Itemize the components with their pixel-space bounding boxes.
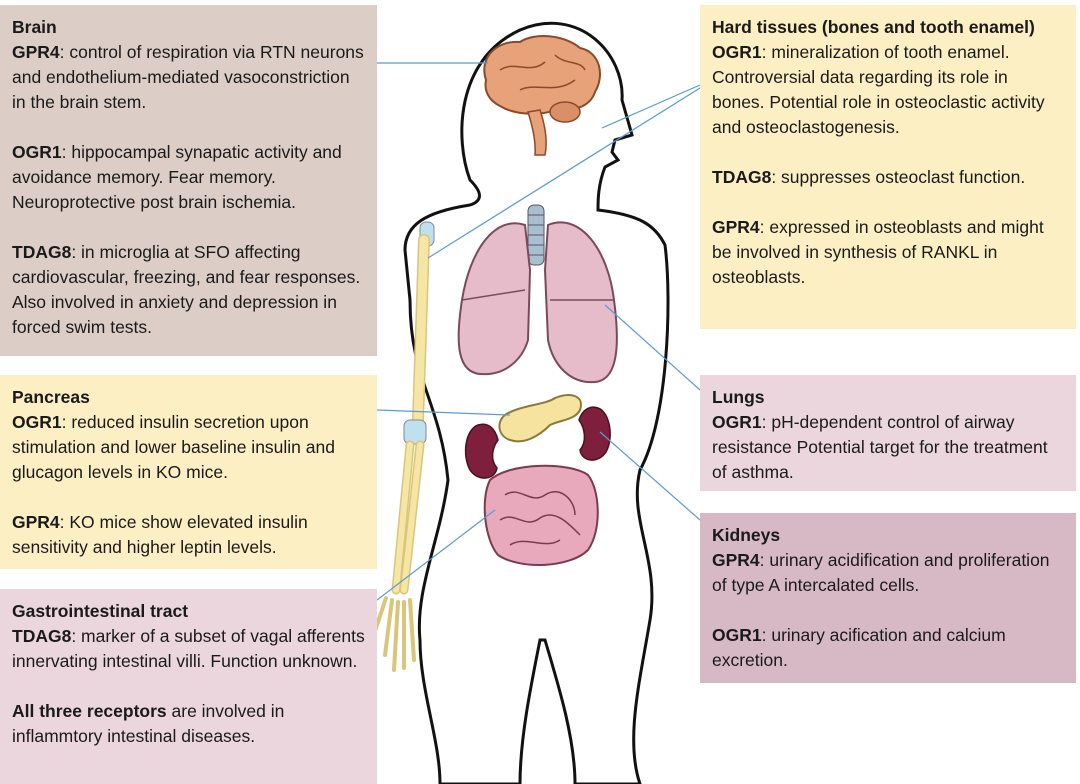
- brain-gpr4-desc: : control of respiration via RTN neurons…: [12, 42, 364, 112]
- lungs-title: Lungs: [712, 387, 765, 407]
- receptor-tdag8-label: TDAG8: [12, 242, 72, 262]
- kidneys-organ: [464, 406, 611, 479]
- brain-tdag8-text: TDAG8: in microglia at SFO affecting car…: [12, 240, 365, 340]
- lungs-info-box: Lungs OGR1: pH-dependent control of airw…: [700, 375, 1076, 491]
- pancreas-gpr4-desc: : KO mice show elevated insulin sensitiv…: [12, 512, 308, 557]
- receptor-ogr1-label: OGR1: [12, 412, 62, 432]
- hard-ogr1-text: OGR1: mineralization of tooth enamel. Co…: [712, 40, 1064, 140]
- receptor-ogr1-label: OGR1: [712, 42, 762, 62]
- hard-tdag8-text: TDAG8: suppresses osteoclast function.: [712, 165, 1064, 190]
- receptor-ogr1-label: OGR1: [12, 142, 62, 162]
- kidneys-ogr1-desc: : urinary acification and calcium excret…: [712, 625, 1006, 670]
- lungs-ogr1-desc: : pH-dependent control of airway resista…: [712, 412, 1048, 482]
- hard-tissues-info-box: Hard tissues (bones and tooth enamel) OG…: [700, 5, 1076, 329]
- connector-lungs: [604, 304, 701, 391]
- brain-ogr1-desc: : hippocampal synapatic activity and avo…: [12, 142, 342, 212]
- trachea: [527, 204, 545, 266]
- pancreas-title: Pancreas: [12, 387, 90, 407]
- hard-gpr4-desc: : expressed in osteoblasts and might be …: [712, 217, 1044, 287]
- brain-ogr1-text: OGR1: hippocampal synapatic activity and…: [12, 140, 365, 215]
- brain-info-box: Brain GPR4: control of respiration via R…: [0, 5, 377, 356]
- brain-title: Brain: [12, 17, 57, 37]
- kidneys-gpr4-text: GPR4: urinary acidification and prolifer…: [712, 548, 1064, 598]
- gi-tract-info-box: Gastrointestinal tract TDAG8: marker of …: [0, 589, 377, 784]
- pancreas-info-box: Pancreas OGR1: reduced insulin secretion…: [0, 375, 377, 569]
- gi-tdag8-desc: : marker of a subset of vagal afferents …: [12, 626, 365, 671]
- kidneys-info-box: Kidneys GPR4: urinary acidification and …: [700, 513, 1076, 683]
- hard-ogr1-desc: : mineralization of tooth enamel. Contro…: [712, 42, 1045, 137]
- pancreas-ogr1-text: OGR1: reduced insulin secretion upon sti…: [12, 410, 365, 485]
- connector-hard-tissue-teeth: [601, 84, 701, 129]
- arm-skeleton: [370, 221, 435, 672]
- gi-tdag8-text: TDAG8: marker of a subset of vagal affer…: [12, 624, 365, 674]
- hard-tdag8-desc: : suppresses osteoclast function.: [771, 167, 1026, 187]
- lungs-ogr1-text: OGR1: pH-dependent control of airway res…: [712, 410, 1064, 485]
- lungs-organ: [457, 221, 618, 384]
- pancreas-organ: [498, 394, 582, 443]
- gi-title: Gastrointestinal tract: [12, 601, 189, 621]
- gi-all-receptors-desc: are involved in inflammtory intestinal d…: [12, 701, 285, 746]
- kidneys-gpr4-desc: : urinary acidification and proliferatio…: [712, 550, 1050, 595]
- kidneys-ogr1-text: OGR1: urinary acification and calcium ex…: [712, 623, 1064, 673]
- receptor-tdag8-label: TDAG8: [712, 167, 772, 187]
- connector-lines: [376, 62, 701, 601]
- gi-all-receptors-text: All three receptors are involved in infl…: [12, 699, 365, 749]
- pancreas-ogr1-desc: : reduced insulin secretion upon stimula…: [12, 412, 335, 482]
- all-receptors-label: All three receptors: [12, 701, 167, 721]
- brain-gpr4-text: GPR4: control of respiration via RTN neu…: [12, 40, 365, 115]
- receptor-gpr4-label: GPR4: [12, 512, 60, 532]
- hand-bones: [370, 596, 416, 672]
- brain-organ: [483, 35, 601, 156]
- receptor-gpr4-label: GPR4: [712, 217, 760, 237]
- connector-gi: [376, 509, 496, 601]
- hard-gpr4-text: GPR4: expressed in osteoblasts and might…: [712, 215, 1064, 290]
- connector-hard-tissue-bone: [427, 87, 701, 259]
- connector-kidneys: [599, 431, 701, 521]
- receptor-tdag8-label: TDAG8: [12, 626, 72, 646]
- kidneys-title: Kidneys: [712, 525, 781, 545]
- receptor-gpr4-label: GPR4: [12, 42, 60, 62]
- brain-tdag8-desc: : in microglia at SFO affecting cardiova…: [12, 242, 361, 337]
- receptor-gpr4-label: GPR4: [712, 550, 760, 570]
- intestines-organ: [483, 464, 599, 567]
- receptor-ogr1-label: OGR1: [712, 625, 762, 645]
- pancreas-gpr4-text: GPR4: KO mice show elevated insulin sens…: [12, 510, 365, 560]
- connector-pancreas: [376, 409, 511, 416]
- hard-tissues-title: Hard tissues (bones and tooth enamel): [712, 17, 1035, 37]
- receptor-ogr1-label: OGR1: [712, 412, 762, 432]
